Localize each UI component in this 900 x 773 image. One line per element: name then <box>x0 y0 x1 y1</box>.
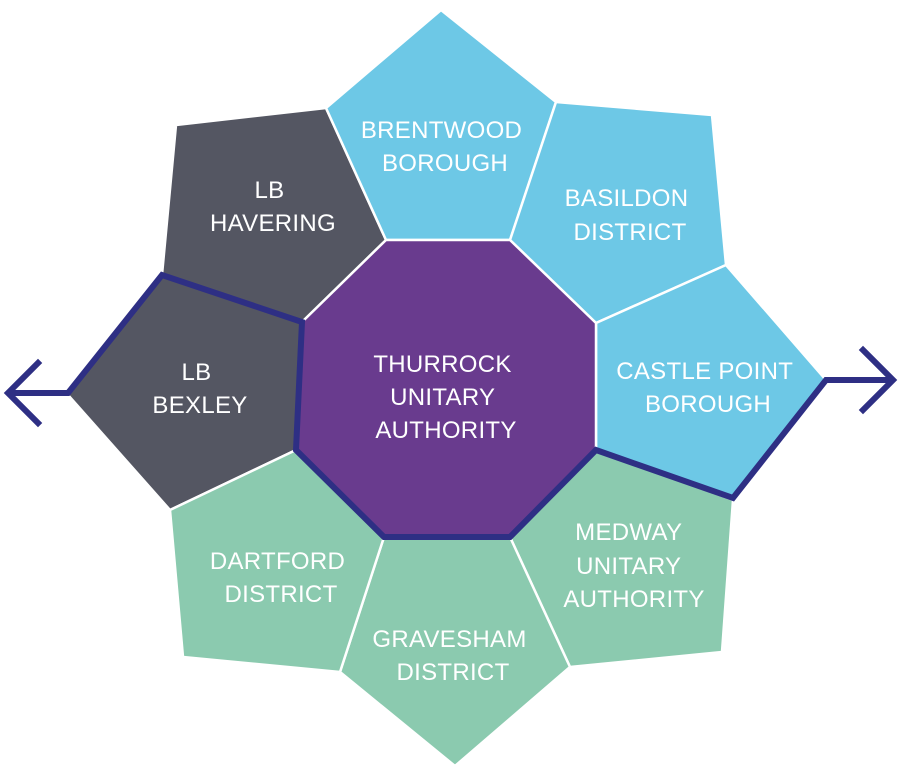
region-castle-point-label-line-2: BOROUGH <box>645 391 771 418</box>
region-basildon: BASILDON DISTRICT <box>508 100 728 325</box>
region-bexley-label: LB BEXLEY <box>152 359 247 419</box>
region-gravesham-label-line-1: GRAVESHAM <box>372 626 526 653</box>
region-brentwood: BRENTWOOD BOROUGH <box>324 8 558 242</box>
right-arrow-icon <box>858 345 898 415</box>
region-dartford-label-line-1: DARTFORD <box>210 548 345 575</box>
region-havering-label-line-1: LB <box>255 177 285 204</box>
region-brentwood-label-line-2: BOROUGH <box>382 150 508 177</box>
left-arrow-icon <box>3 358 43 428</box>
region-castle-point-label: CASTLE POINT BOROUGH <box>616 358 800 418</box>
region-medway-label-line-1: MEDWAY <box>575 519 682 546</box>
region-basildon-label-line-1: BASILDON <box>565 185 689 212</box>
region-medway-label-line-3: AUTHORITY <box>563 586 704 613</box>
region-dartford-label: DARTFORD DISTRICT <box>210 548 352 608</box>
region-castle-point-label-line-1: CASTLE POINT <box>616 358 793 385</box>
region-basildon-label: BASILDON DISTRICT <box>565 185 696 246</box>
boundary-line <box>8 271 893 540</box>
region-medway-label-line-2: UNITARY <box>576 553 681 580</box>
center-thurrock-label: THURROCK UNITARY AUTHORITY <box>373 351 518 444</box>
region-gravesham-label-line-2: DISTRICT <box>396 659 509 686</box>
region-castle-point: CASTLE POINT BOROUGH <box>594 263 828 502</box>
center-label-line-3: AUTHORITY <box>375 417 516 444</box>
region-bexley-label-line-2: BEXLEY <box>152 392 247 419</box>
center-label-line-1: THURROCK <box>373 351 511 378</box>
center-label-line-2: UNITARY <box>390 384 495 411</box>
region-havering-label: LB HAVERING <box>210 177 336 237</box>
region-medway-label: MEDWAY UNITARY AUTHORITY <box>563 519 704 613</box>
region-havering-label-line-2: HAVERING <box>210 210 336 237</box>
region-gravesham: GRAVESHAM DISTRICT <box>338 535 572 768</box>
region-gravesham-label: GRAVESHAM DISTRICT <box>372 626 533 686</box>
region-basildon-label-line-2: DISTRICT <box>573 219 686 246</box>
thames-boundary <box>3 271 898 540</box>
region-dartford-label-line-2: DISTRICT <box>224 581 337 608</box>
region-brentwood-label-line-1: BRENTWOOD <box>361 117 522 144</box>
region-brentwood-label: BRENTWOOD BOROUGH <box>361 117 529 177</box>
region-bexley-label-line-1: LB <box>182 359 212 386</box>
region-dartford: DARTFORD DISTRICT <box>168 448 386 674</box>
